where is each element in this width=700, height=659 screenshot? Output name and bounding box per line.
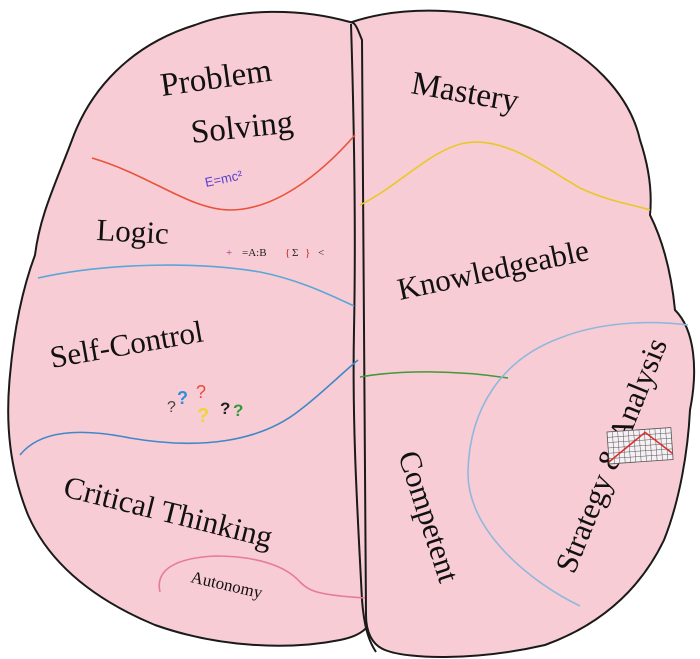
brace-open-symbol: { xyxy=(285,247,290,259)
divider-selfcontrol-critical xyxy=(19,359,359,456)
less-than-symbol: < xyxy=(318,247,324,259)
divider-strategy xyxy=(467,321,689,607)
divider-mastery-knowledge xyxy=(359,141,651,211)
divider-problem-logic xyxy=(91,134,356,211)
question-mark-2: ? xyxy=(177,388,188,408)
brace-close-symbol: } xyxy=(305,247,310,259)
divider-autonomy xyxy=(158,555,366,599)
ratio-symbol: =A:B xyxy=(242,247,267,259)
graph-grid-hline xyxy=(607,437,672,443)
sigma-symbol: Σ xyxy=(292,247,298,259)
midline-fissure xyxy=(350,23,377,653)
question-mark-4: ? xyxy=(197,405,209,427)
left-hemisphere xyxy=(7,10,373,647)
question-mark-6: ? xyxy=(233,401,243,420)
logic-symbols-doodle: + =A:B { Σ } < xyxy=(226,247,324,259)
graph-grid-hline xyxy=(608,453,673,459)
graph-grid-hline xyxy=(607,432,672,438)
question-mark-1: ? xyxy=(167,399,176,416)
right-hemisphere xyxy=(349,9,696,658)
divider-logic-selfcontrol xyxy=(37,264,355,307)
graph-icon xyxy=(606,427,674,465)
plus-symbol: + xyxy=(226,247,232,259)
graph-grid-hline xyxy=(608,448,673,454)
question-mark-3: ? xyxy=(196,382,206,402)
divider-knowledge-competent xyxy=(359,371,509,379)
question-marks-doodle: ? ? ? ? ? ? xyxy=(167,382,243,427)
graph-trend-line xyxy=(608,431,674,463)
question-mark-5: ? xyxy=(220,399,230,418)
label-logic: Logic xyxy=(96,212,170,251)
